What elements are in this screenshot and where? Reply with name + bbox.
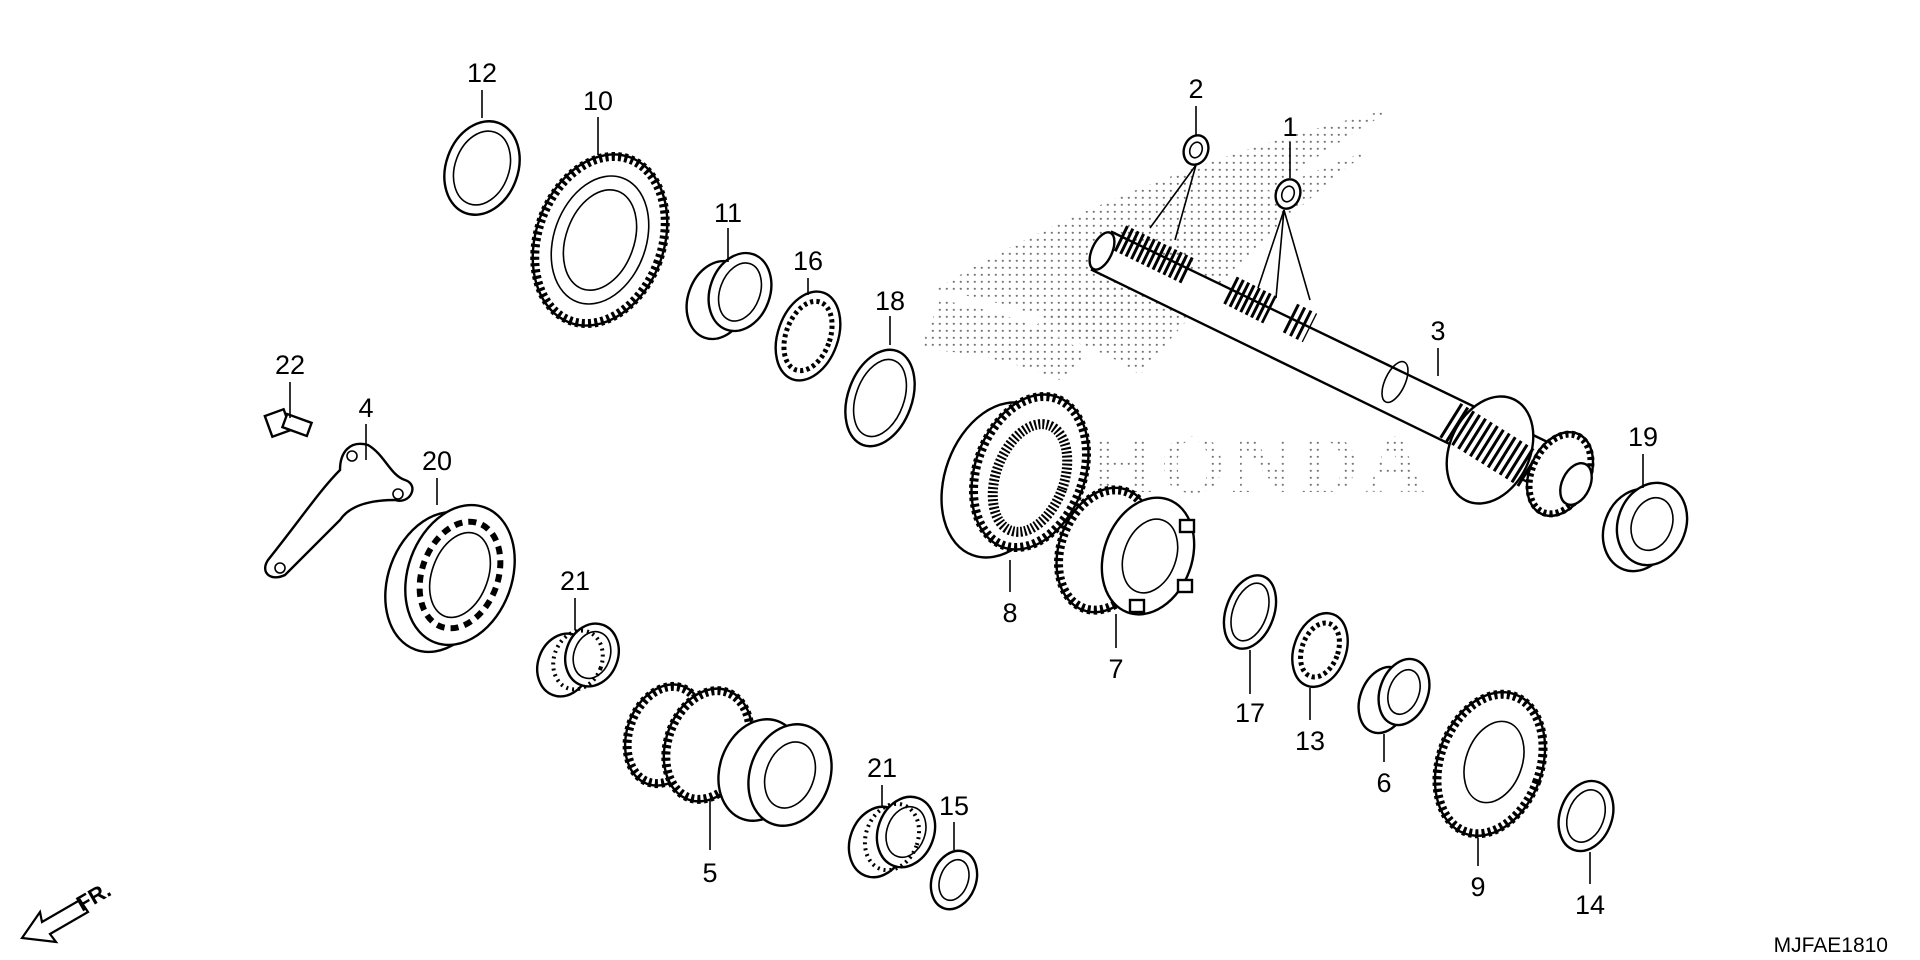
honda-wing-watermark: HONDA: [920, 108, 1432, 511]
part-19-bearing: [1601, 481, 1689, 573]
part-2-bearing: [1182, 134, 1210, 166]
callout-10: 10: [583, 86, 613, 116]
front-arrow-icon: [20, 898, 90, 944]
part-10-gear: [530, 151, 670, 329]
part-21-needle-bearing-upper: [536, 622, 620, 698]
callout-5: 5: [702, 858, 717, 888]
diagram-code: MJFAE1810: [1774, 934, 1888, 957]
callout-1: 1: [1282, 112, 1297, 142]
callout-6: 6: [1376, 768, 1391, 798]
callout-2: 2: [1188, 74, 1203, 104]
callout-21-lower: 21: [867, 753, 897, 783]
callout-16: 16: [793, 246, 823, 276]
leader-lines: [289, 90, 1644, 884]
callout-11: 11: [714, 198, 742, 228]
part-15-washer: [929, 849, 979, 911]
part-3-mainshaft: [1088, 225, 1595, 518]
callout-21-upper: 21: [560, 566, 590, 596]
part-11-bushing: [685, 251, 773, 341]
part-16-splined-washer: [774, 290, 842, 382]
callout-9: 9: [1470, 872, 1485, 902]
callout-17: 17: [1235, 698, 1265, 728]
callout-20: 20: [422, 446, 452, 476]
part-6-bushing: [1357, 657, 1431, 735]
part-14-washer: [1557, 779, 1615, 853]
callout-3: 3: [1430, 316, 1445, 346]
callout-labels: 1 2 3 4 5 6 7 8 9 10 11 12 13 14 15 16 1…: [275, 58, 1658, 920]
part-12-washer: [443, 120, 521, 216]
part-7-gear: [1054, 485, 1196, 616]
callout-14: 14: [1575, 890, 1605, 920]
part-1-bearing: [1274, 178, 1302, 210]
callout-19: 19: [1628, 422, 1658, 452]
part-13-splined-washer: [1291, 612, 1349, 688]
part-22-bolt: [263, 407, 314, 439]
callout-4: 4: [358, 393, 373, 423]
part-17-snap-ring: [1222, 574, 1278, 650]
callout-12: 12: [467, 58, 497, 88]
callout-18: 18: [875, 286, 905, 316]
callout-22: 22: [275, 350, 305, 380]
part-5-gear-cluster: [622, 681, 833, 827]
callout-13: 13: [1295, 726, 1325, 756]
part-4-stopper-plate: [263, 442, 414, 579]
callout-8: 8: [1002, 598, 1017, 628]
callout-7: 7: [1108, 654, 1123, 684]
part-18-snap-ring: [844, 348, 916, 448]
callout-15: 15: [939, 791, 969, 821]
part-9-gear: [1432, 689, 1548, 839]
part-8-gear: [940, 391, 1091, 559]
part-21-needle-bearing-lower: [847, 795, 937, 879]
watermark-text: HONDA: [1089, 418, 1432, 511]
part-20-bearing: [384, 503, 516, 654]
front-direction-indicator: FR.: [20, 877, 115, 944]
